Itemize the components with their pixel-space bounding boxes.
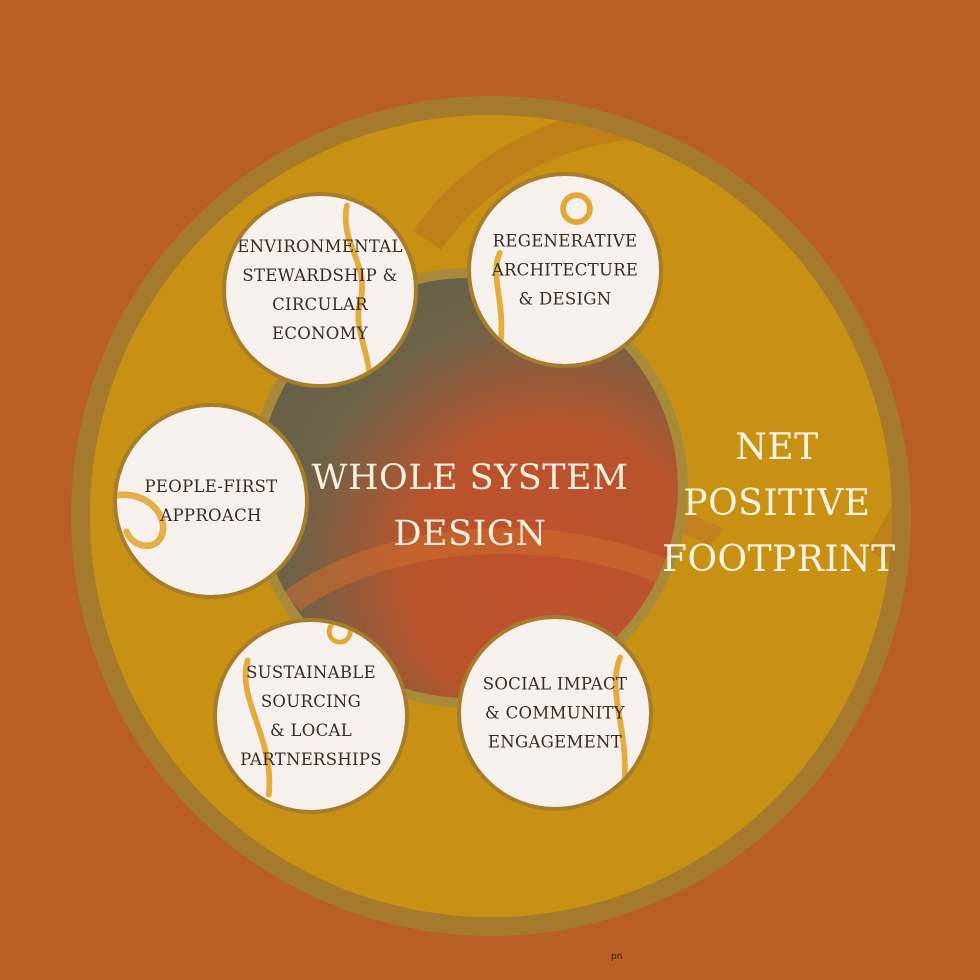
outer-label: NET POSITIVE FOOTPRINT <box>662 427 896 580</box>
center-title: WHOLE SYSTEM DESIGN <box>311 458 629 554</box>
node-sustainable: SUSTAINABLE SOURCING & LOCAL PARTNERSHIP… <box>213 618 409 814</box>
node-label: SOCIAL IMPACT & COMMUNITY ENGAGEMENT <box>482 674 628 752</box>
node-label: PEOPLE-FIRST APPROACH <box>144 477 278 525</box>
node-regenerative: REGENERATIVE ARCHITECTURE & DESIGN <box>467 172 663 368</box>
node-label: ENVIRONMENTAL STEWARDSHIP & CIRCULAR ECO… <box>237 237 403 343</box>
swirl-decoration <box>242 622 353 798</box>
node-label: REGENERATIVE ARCHITECTURE & DESIGN <box>491 231 639 309</box>
swirl-decoration <box>493 192 593 364</box>
node-social: SOCIAL IMPACT & COMMUNITY ENGAGEMENT <box>457 615 653 811</box>
swirl-decoration <box>117 491 167 550</box>
node-environmental: ENVIRONMENTAL STEWARDSHIP & CIRCULAR ECO… <box>222 192 418 388</box>
swirl-decoration <box>342 202 373 384</box>
footer-mark: pn <box>611 952 623 962</box>
node-people-first: PEOPLE-FIRST APPROACH <box>113 403 309 599</box>
swirl-decoration <box>612 654 628 805</box>
node-label: SUSTAINABLE SOURCING & LOCAL PARTNERSHIP… <box>240 663 382 769</box>
